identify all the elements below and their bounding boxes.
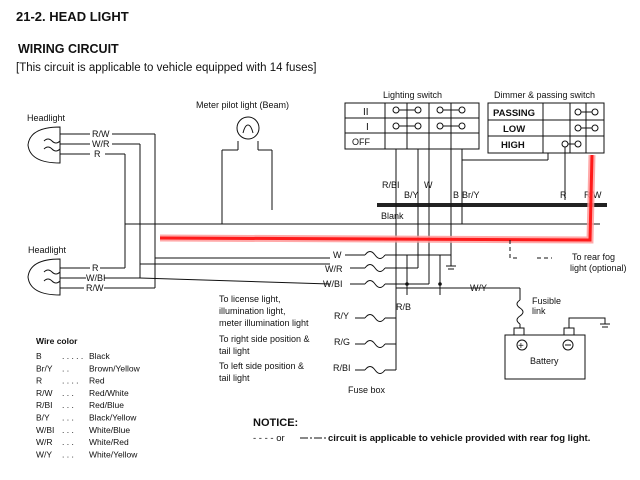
notice-title: NOTICE: xyxy=(253,417,298,429)
diagram-title: WIRING CIRCUIT xyxy=(18,42,119,56)
legend-code: R xyxy=(36,376,42,386)
wire-label: R/Y xyxy=(334,311,349,321)
legend-dots: . . . . . xyxy=(62,351,83,361)
legend-name: Red xyxy=(89,376,105,386)
notice-text: circuit is applicable to vehicle provide… xyxy=(328,433,590,444)
legend-dots: . . . xyxy=(62,400,74,410)
wire-label: Br/Y xyxy=(462,190,480,200)
right-position-label-2: tail light xyxy=(219,346,250,356)
fuse-box: R/B R/Y R/G R/BI Fuse box xyxy=(333,300,411,395)
right-position-label-1: To right side position & xyxy=(219,334,310,344)
meter-pilot-label: Meter pilot light (Beam) xyxy=(196,100,289,110)
wire-label: R/BI xyxy=(382,180,400,190)
blank-label: Blank xyxy=(381,211,404,221)
highlighted-wire xyxy=(159,154,594,242)
wire-label: W/R xyxy=(325,264,343,274)
fusible-link-label-1: Fusible xyxy=(532,296,561,306)
switch-pos-i: I xyxy=(366,122,369,133)
wire-label: W/Y xyxy=(470,283,487,293)
legend-name: Black/Yellow xyxy=(89,413,137,423)
legend-title: Wire color xyxy=(36,336,78,346)
switch-pos-ii: II xyxy=(363,107,369,118)
legend-code: Br/Y xyxy=(36,363,53,373)
wire-label: R/G xyxy=(334,337,350,347)
legend-name: Black xyxy=(89,351,111,361)
legend-code: B xyxy=(36,351,42,361)
wire-label: B/Y xyxy=(404,190,419,200)
legend-dots: . . . xyxy=(62,449,74,459)
fuse-box-label: Fuse box xyxy=(348,385,386,395)
meter-pilot-light: Meter pilot light (Beam) xyxy=(196,100,289,224)
legend-name: White/Yellow xyxy=(89,449,138,459)
wire-label: R/BI xyxy=(333,363,351,373)
dimmer-switch-label: Dimmer & passing switch xyxy=(494,90,595,100)
battery-plus-icon: + xyxy=(518,341,524,352)
blank-connector xyxy=(377,203,607,207)
dimmer-pos-low: LOW xyxy=(503,124,525,135)
section-heading: 21-2. HEAD LIGHT xyxy=(16,9,129,24)
license-light-label-2: illumination light, xyxy=(219,306,286,316)
dimmer-pos-high: HIGH xyxy=(501,140,525,151)
legend-dots: . . . xyxy=(62,437,74,447)
wire-label: R xyxy=(94,149,101,159)
wire-label: R/W xyxy=(86,283,104,293)
legend-name: White/Blue xyxy=(89,425,130,435)
wire-label: B xyxy=(453,190,459,200)
legend-code: W/BI xyxy=(36,425,54,435)
wire-label: W xyxy=(333,250,342,260)
headlight-bottom: Headlight xyxy=(27,245,90,296)
legend-dots: . . . xyxy=(62,413,74,423)
dimmer-pos-passing: PASSING xyxy=(493,108,535,119)
wire-label: R/B xyxy=(396,302,411,312)
legend-code: W/R xyxy=(36,437,53,447)
battery: + Battery xyxy=(504,317,610,380)
legend-dots: . . . xyxy=(62,425,74,435)
lighting-switch: Lighting switch II I OFF xyxy=(344,90,480,185)
wire-label: R xyxy=(92,263,99,273)
legend-name: Red/White xyxy=(89,388,129,398)
battery-label: Battery xyxy=(530,356,559,366)
headlight-top-label: Headlight xyxy=(27,113,66,123)
legend-code: R/BI xyxy=(36,400,53,410)
fusible-link-label-2: link xyxy=(532,306,546,316)
ground-symbol xyxy=(446,258,456,270)
legend-code: R/W xyxy=(36,388,53,398)
license-light-label-3: meter illumination light xyxy=(219,318,309,328)
lighting-switch-label: Lighting switch xyxy=(383,90,442,100)
legend-code: B/Y xyxy=(36,413,50,423)
rear-fog-label-2: light (optional) xyxy=(570,263,627,273)
headlight-bottom-label: Headlight xyxy=(28,245,67,255)
switch-pos-off: OFF xyxy=(352,137,370,147)
legend-dots: . . . xyxy=(62,388,74,398)
legend-dots: . . xyxy=(62,363,69,373)
left-position-label-1: To left side position & xyxy=(219,361,304,371)
wire-label: R/W xyxy=(92,129,110,139)
left-position-label-2: tail light xyxy=(219,373,250,383)
wire-label: W/R xyxy=(92,139,110,149)
legend-name: Brown/Yellow xyxy=(89,363,141,373)
license-light-label-1: To license light, xyxy=(219,294,281,304)
notice-prefix: - - - - or xyxy=(253,433,285,444)
wire-label: R xyxy=(560,190,567,200)
wire-label: W/BI xyxy=(86,273,106,283)
headlight-top: Headlight xyxy=(27,113,90,164)
legend-dots: . . . . xyxy=(62,376,79,386)
legend-name: White/Red xyxy=(89,437,129,447)
legend-name: Red/Blue xyxy=(89,400,124,410)
wire-label: W/BI xyxy=(323,279,343,289)
dimmer-passing-switch: Dimmer & passing switch PASSING LOW HIGH xyxy=(462,90,605,200)
legend-code: W/Y xyxy=(36,449,52,459)
rear-fog-label-1: To rear fog xyxy=(572,252,615,262)
applicability-note: [This circuit is applicable to vehicle e… xyxy=(16,62,316,74)
